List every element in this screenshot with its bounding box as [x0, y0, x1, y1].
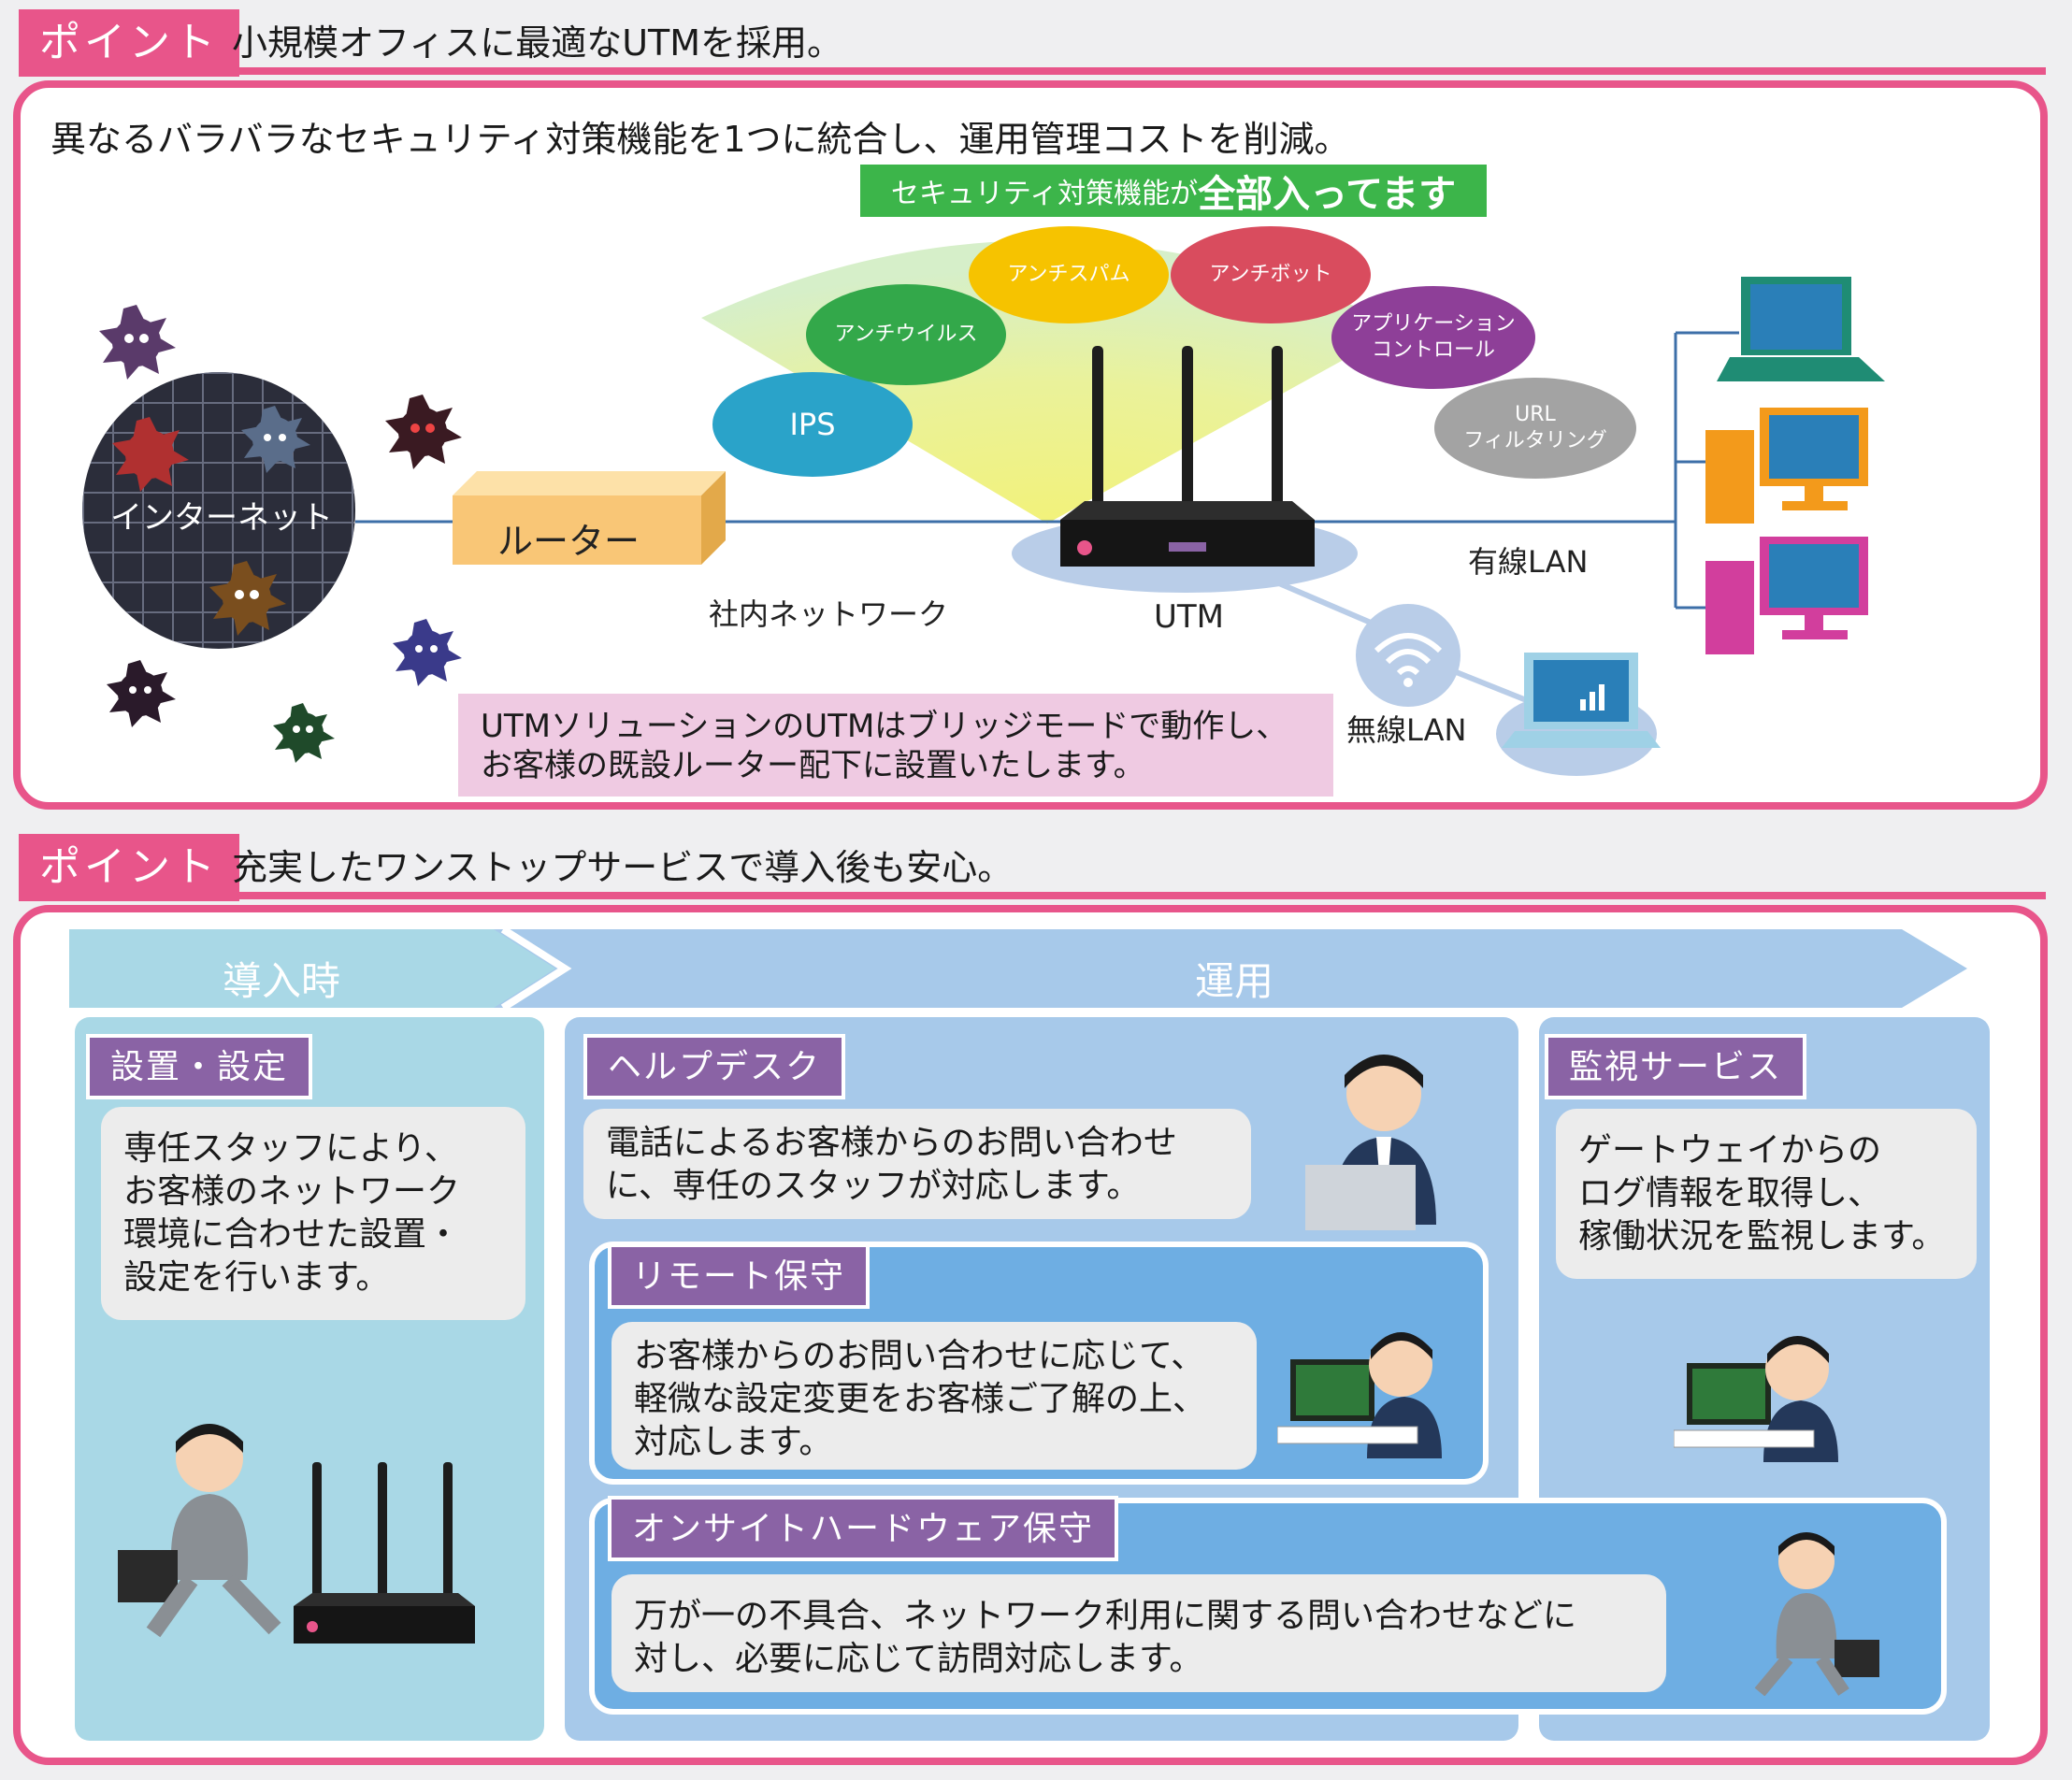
helpdesk-title: ヘルプデスク: [583, 1034, 846, 1099]
desktop-orange-icon: [1705, 408, 1868, 524]
wired-clients: [1705, 277, 1885, 654]
monitor-staff-illustration: [1674, 1336, 1838, 1462]
monitor-card: ゲートウェイからの ログ情報を取得し、 稼働状況を監視します。: [1556, 1109, 1977, 1279]
phase-ops-arrow: [69, 929, 1967, 1008]
virus-icon: [241, 406, 310, 473]
network-label: 社内ネットワーク: [709, 596, 949, 632]
wifi-icon: [1374, 633, 1443, 687]
section1-rule: [19, 67, 2046, 75]
section2-rule: [19, 892, 2046, 899]
bridge-note-line1: UTMソリューションのUTMはブリッジモードで動作し、: [481, 708, 1288, 745]
banner-emphasis: 全部入ってます: [1198, 173, 1457, 216]
onsite-staff-illustration: [1754, 1532, 1879, 1696]
section1-description: 異なるバラバラなセキュリティ対策機能を1つに統合し、運用管理コストを削減。: [50, 119, 1350, 160]
phase-arrows: [69, 929, 1967, 1008]
remote-title: リモート保守: [608, 1243, 871, 1309]
virus-icon: [385, 395, 462, 469]
point-tag-1: ポイント: [19, 9, 239, 77]
virus-icon: [393, 619, 462, 686]
virus-icon: [112, 417, 189, 492]
monitor-title: 監視サービス: [1545, 1034, 1807, 1099]
wired-lan-label: 有線LAN: [1468, 544, 1589, 580]
wireless-laptop-icon: [1502, 653, 1661, 748]
feature-antispam: アンチスパム: [969, 226, 1169, 323]
onsite-title: オンサイトハードウェア保守: [608, 1496, 1119, 1561]
install-card: 専任スタッフにより、 お客様のネットワーク 環境に合わせた設置・ 設定を行います…: [101, 1107, 525, 1320]
phase-intro-arrow: [69, 929, 555, 1008]
section1-headline: 小規模オフィスに最適なUTMを採用。: [232, 22, 843, 64]
remote-staff-illustration: [1277, 1332, 1442, 1458]
feature-antivirus: アンチウイルス: [806, 284, 1006, 385]
laptop-icon: [1717, 277, 1885, 381]
virus-icon: [99, 305, 176, 380]
section2-headline: 充実したワンストップサービスで導入後も安心。: [232, 847, 1014, 888]
bridge-note-line2: お客様の既設ルーター配下に設置いたします。: [481, 747, 1145, 784]
feature-url-filter: URL フィルタリング: [1434, 378, 1636, 479]
phase-intro-label: 導入時: [222, 958, 340, 1004]
phase-ops-label: 運用: [1194, 958, 1273, 1004]
virus-icon: [209, 561, 286, 636]
desktop-pink-icon: [1705, 537, 1868, 654]
utm-device: [1060, 346, 1315, 567]
internet-globe: [82, 372, 355, 649]
utm-label: UTM: [1154, 598, 1224, 636]
remote-card: お客様からのお問い合わせに応じて、 軽微な設定変更をお客様ご了解の上、 対応しま…: [612, 1322, 1257, 1470]
install-title: 設置・設定: [86, 1034, 313, 1099]
virus-icon: [107, 660, 176, 727]
virus-icons: [99, 305, 462, 763]
wifi-bubble: [1356, 604, 1460, 707]
internet-label: インターネット: [110, 499, 333, 537]
feature-ips: IPS: [712, 372, 913, 477]
point-tag-2: ポイント: [19, 834, 239, 901]
bridge-note: UTMソリューションのUTMはブリッジモードで動作し、 お客様の既設ルーター配下…: [458, 694, 1333, 797]
helpdesk-staff-illustration: [1305, 1055, 1436, 1230]
virus-icon: [273, 703, 335, 763]
feature-app-control: アプリケーション コントロール: [1331, 286, 1535, 389]
helpdesk-card: 電話によるお客様からのお問い合わせ に、専任のスタッフが対応します。: [583, 1109, 1251, 1219]
wireless-lan-label: 無線LAN: [1346, 712, 1467, 748]
onsite-card: 万が一の不具合、ネットワーク利用に関する問い合わせなどに 対し、必要に応じて訪問…: [612, 1574, 1666, 1692]
globe-grid: [82, 372, 355, 649]
banner-prefix: セキュリティ対策機能が: [890, 178, 1199, 210]
feature-banner: セキュリティ対策機能が 全部入ってます: [860, 165, 1487, 217]
router-box: [453, 471, 726, 565]
install-staff-illustration: [118, 1424, 475, 1644]
router-label: ルーター: [497, 521, 640, 562]
feature-antibot: アンチボット: [1171, 226, 1371, 323]
